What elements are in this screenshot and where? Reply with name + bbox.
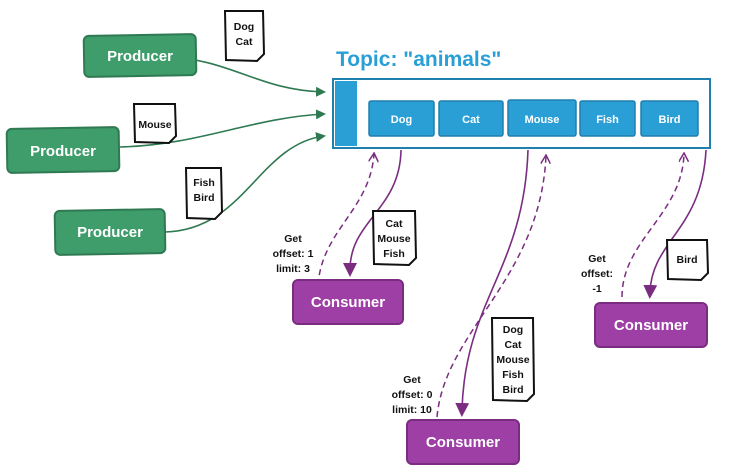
message-label: Dog bbox=[391, 114, 412, 126]
topic: Topic: "animals" Dog Cat Mouse Fish Bird bbox=[332, 48, 711, 149]
consumer-1-request-arrow bbox=[317, 154, 374, 286]
consumer-label: Consumer bbox=[311, 294, 385, 311]
document-line: Mouse bbox=[496, 354, 529, 366]
topic-title: Topic: "animals" bbox=[336, 48, 501, 71]
producer-label: Producer bbox=[77, 224, 143, 241]
producer-arrow-2 bbox=[119, 109, 326, 148]
request-line: Get bbox=[588, 253, 606, 265]
message-label: Bird bbox=[659, 114, 681, 126]
document-line: Cat bbox=[236, 36, 253, 48]
consumer-2-document: Dog Cat Mouse Fish Bird bbox=[490, 317, 536, 403]
producer-arrow-3 bbox=[164, 132, 326, 233]
request-line: Get bbox=[284, 233, 302, 245]
producer-3: Producer bbox=[53, 208, 167, 256]
consumer-label: Consumer bbox=[426, 434, 500, 451]
document-line: Mouse bbox=[138, 119, 171, 131]
producer-label: Producer bbox=[107, 48, 173, 65]
message-mouse: Mouse bbox=[507, 99, 577, 137]
topic-log-head bbox=[335, 81, 357, 146]
message-fish: Fish bbox=[579, 100, 636, 137]
request-line: offset: 1 bbox=[273, 248, 314, 260]
producer-3-document: Fish Bird bbox=[184, 167, 224, 221]
producer-1: Producer bbox=[82, 33, 198, 78]
request-line: Get bbox=[403, 374, 421, 386]
consumer-2: Consumer bbox=[406, 419, 520, 465]
request-line: offset: bbox=[581, 268, 613, 280]
message-dog: Dog bbox=[368, 100, 435, 137]
message-label: Mouse bbox=[525, 114, 560, 126]
producer-1-document: Dog Cat bbox=[223, 10, 266, 63]
consumer-1: Consumer bbox=[292, 279, 404, 325]
request-line: limit: 10 bbox=[392, 404, 432, 416]
request-line: offset: 0 bbox=[392, 389, 433, 401]
consumer-request-arrows bbox=[317, 154, 684, 418]
consumer-3-document: Bird bbox=[665, 239, 710, 282]
document-line: Cat bbox=[386, 218, 403, 230]
producer-2: Producer bbox=[5, 126, 121, 174]
message-bird: Bird bbox=[640, 100, 699, 137]
document-line: Fish bbox=[193, 177, 215, 189]
message-cat: Cat bbox=[438, 100, 504, 137]
document-line: Bird bbox=[503, 384, 524, 396]
consumer-label: Consumer bbox=[614, 317, 688, 334]
consumer-2-request: Get offset: 0 limit: 10 bbox=[392, 374, 433, 416]
consumer-2-response-arrow bbox=[455, 149, 529, 417]
document-line: Mouse bbox=[377, 233, 410, 245]
consumer-3: Consumer bbox=[594, 302, 708, 348]
producer-label: Producer bbox=[30, 143, 96, 160]
document-line: Fish bbox=[383, 248, 405, 260]
document-line: Bird bbox=[677, 254, 698, 266]
consumer-2-request-arrow bbox=[436, 156, 546, 418]
document-line: Fish bbox=[502, 369, 524, 381]
consumer-3-response-arrow bbox=[643, 149, 707, 299]
document-line: Dog bbox=[503, 324, 523, 336]
consumer-1-request: Get offset: 1 limit: 3 bbox=[273, 233, 314, 275]
document-line: Bird bbox=[194, 192, 215, 204]
producer-2-document: Mouse bbox=[132, 103, 178, 145]
message-label: Cat bbox=[462, 114, 480, 126]
consumer-3-request: Get offset: -1 bbox=[581, 253, 613, 295]
document-line: Cat bbox=[505, 339, 522, 351]
consumer-1-document: Cat Mouse Fish bbox=[371, 210, 418, 267]
request-line: limit: 3 bbox=[276, 263, 310, 275]
request-line: -1 bbox=[592, 283, 601, 295]
document-line: Dog bbox=[234, 21, 254, 33]
message-label: Fish bbox=[596, 114, 619, 126]
